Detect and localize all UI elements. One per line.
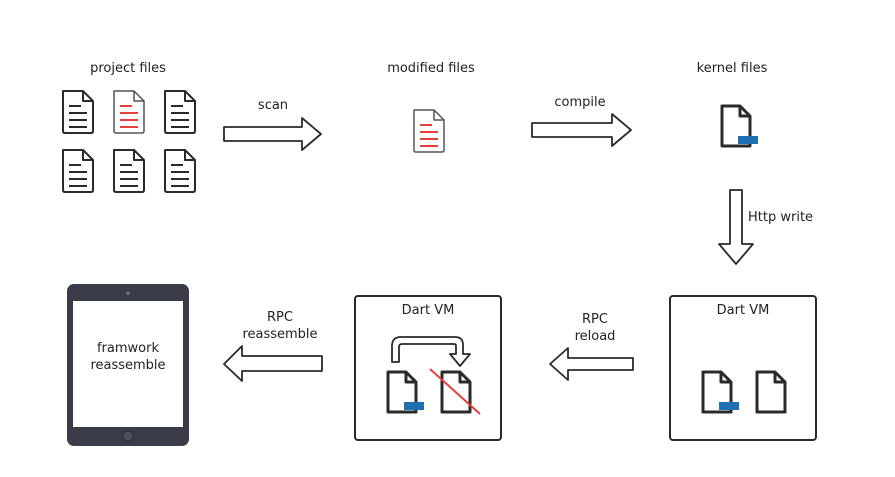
dart-vm-left: Dart VM [354,295,502,441]
rpc-reload-line1: RPC [582,312,608,327]
compile-label: compile [554,95,606,110]
rpc-reload-label: RPC reload [560,311,630,345]
tablet-text-line2: reassemble [90,358,166,373]
strike-icon [429,368,481,415]
file-icon [164,90,196,134]
tablet-text-line1: framwork [96,341,159,356]
scan-label: scan [257,98,289,113]
modified-file-icon [413,109,445,153]
rpc-reassemble-arrow [223,345,323,382]
rpc-reload-arrow [549,347,634,381]
modified-file-icon [113,90,145,134]
scan-arrow [223,117,322,151]
http-write-arrow [718,189,754,265]
file-icon [62,90,94,134]
dart-vm-left-title: Dart VM [401,303,455,318]
project-files-grid [62,90,196,193]
rpc-reassemble-label: RPC reassemble [238,309,322,343]
file-icon [113,149,145,193]
compile-arrow [531,113,632,147]
rpc-reload-line2: reload [574,329,616,344]
file-icon [164,149,196,193]
kernel-file-icon [722,106,758,146]
kernel-file-icon [703,372,739,412]
file-icon [755,370,787,414]
tablet-text: framwork reassemble [73,340,183,374]
file-icon [62,149,94,193]
kernel-files-label: kernel files [696,61,768,76]
rpc-reassemble-line1: RPC [267,310,293,325]
swap-arrow [391,336,471,367]
dart-vm-right-title: Dart VM [716,303,770,318]
project-files-label: project files [90,61,166,76]
http-write-label: Http write [748,210,814,225]
kernel-file-icon [388,372,424,412]
dart-vm-right: Dart VM [669,295,817,441]
tablet-device [67,284,189,446]
rpc-reassemble-line2: reassemble [242,327,318,342]
modified-files-label: modified files [387,61,475,76]
